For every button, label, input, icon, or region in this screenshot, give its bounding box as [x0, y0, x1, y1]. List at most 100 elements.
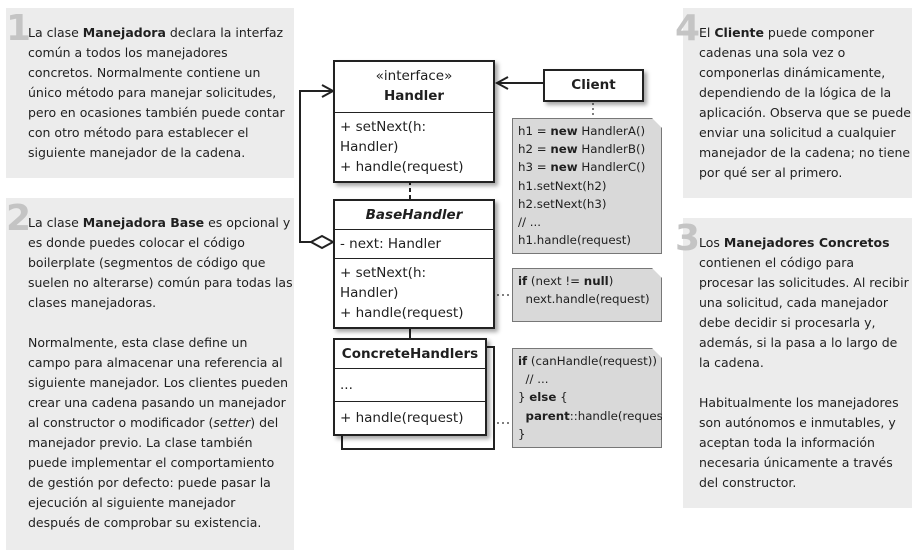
panel-paragraph: La clase Manejadora declara la interfaz c…	[28, 23, 285, 163]
panel-text-line: aplicación. Observa que se puede	[699, 105, 911, 120]
handler-header: «interface» Handler	[335, 62, 493, 112]
client-box: Client	[543, 69, 644, 102]
code-line: // ...	[518, 215, 541, 230]
panel-3-text: Los Manejadores Concretos contienen el có…	[699, 233, 909, 493]
code-line: h1 = new HandlerA()	[518, 124, 646, 138]
panel-text-line: Normalmente, esta clase define un	[28, 335, 248, 350]
base-handler-field: - next: Handler	[340, 236, 442, 252]
code-line: h3 = new HandlerC()	[518, 160, 646, 175]
panel-text-line: ejecución al siguiente manejador	[28, 495, 236, 510]
explanation-panel-1: 1 La clase Manejadora declara la interfa…	[6, 8, 294, 178]
panel-text-line: además, si la pasa a lo largo de	[699, 335, 898, 350]
panel-text-line: clases manejadoras.	[28, 295, 157, 310]
panel-text-line: aceptan toda la información	[699, 435, 875, 450]
panel-text-line: enviar una solicitud a cualquier	[699, 125, 896, 140]
client-name: Client	[571, 77, 616, 93]
panel-text-line: son autónomos e inmutables, y	[699, 415, 896, 430]
handler-methods: + setNext(h: Handler) + handle(request)	[335, 112, 493, 181]
code-line: if (next != null)	[518, 274, 614, 288]
panel-paragraph: Normalmente, esta clase define un campo p…	[28, 333, 293, 533]
handler-interface-box: «interface» Handler + setNext(h: Handler…	[333, 60, 495, 183]
base-handler-name: BaseHandler	[365, 207, 463, 223]
panel-text-line: del constructor.	[699, 475, 797, 490]
panel-2-text: La clase Manejadora Base es opcional y es…	[28, 213, 293, 533]
base-handler-header: BaseHandler	[335, 201, 493, 229]
panel-text-line: crear una cadena pasando un manejador	[28, 395, 286, 410]
concrete-handlers-method: + handle(request)	[340, 410, 464, 426]
panel-text-line: después de comprobar su existencia.	[28, 515, 262, 530]
explanation-panel-4: 4 El Cliente puede componer cadenas una s…	[675, 8, 912, 198]
handler-stereotype: «interface»	[375, 68, 453, 84]
panel-text-line: campo para almacenar una referencia al	[28, 355, 283, 370]
concrete-handlers-name: ConcreteHandlers	[341, 346, 479, 362]
code-line: parent::handle(request)	[525, 408, 672, 423]
panel-text-line: es donde puedes colocar el código	[28, 235, 245, 250]
panel-4-text: El Cliente puede componer cadenas una sol…	[699, 23, 911, 183]
handler-name: Handler	[383, 88, 445, 104]
panel-text-line: dependiendo de la lógica de la	[699, 85, 892, 100]
concrete-handlers-fields: ...	[335, 368, 485, 401]
code-line: }	[518, 426, 526, 441]
base-handler-code-note: if (next != null) next.handle(request)	[512, 268, 662, 322]
code-line: h1.handle(request)	[518, 233, 631, 248]
base-handler-method: + handle(request)	[340, 305, 464, 321]
concrete-handlers-box: ConcreteHandlers ... + handle(request)	[333, 338, 487, 436]
aggregation-line	[299, 90, 333, 243]
code-line: h2.setNext(h3)	[518, 196, 607, 211]
panel-paragraph: Habitualmente los manejadores son autónom…	[699, 393, 909, 493]
panel-text-line: siguiente manejador de la cadena.	[28, 145, 246, 160]
panel-text-line: manejador previo. La clase también	[28, 435, 253, 450]
base-handler-methods: + setNext(h: Handler) + handle(request)	[335, 258, 493, 327]
concrete-handler-code-note: if (canHandle(request)) { // ...} else {…	[512, 348, 662, 448]
base-handler-box: BaseHandler - next: Handler + setNext(h:…	[333, 199, 495, 329]
concrete-handlers-methods: + handle(request)	[335, 401, 485, 434]
base-handler-fields: - next: Handler	[335, 229, 493, 258]
panel-paragraph: El Cliente puede componer cadenas una sol…	[699, 23, 911, 183]
code-line: h2 = new HandlerB()	[518, 142, 646, 157]
panel-text-line: con otro método para establecer el	[28, 125, 249, 140]
panel-text-line: necesaria únicamente a través	[699, 455, 893, 470]
client-code-note: h1 = new HandlerA() h2 = new HandlerB() h3…	[512, 118, 662, 254]
panel-text-line: La clase Manejadora declara la interfaz	[28, 25, 284, 40]
panel-text-line: Los Manejadores Concretos	[699, 235, 890, 250]
step-number: 4	[675, 8, 701, 49]
concrete-handlers-header: ConcreteHandlers	[335, 340, 485, 368]
step-number: 2	[6, 198, 32, 239]
panel-text-line: suelen no alterarse) común para todas la…	[28, 275, 293, 290]
panel-text-line: una solicitud, cada manejador	[699, 295, 889, 310]
handler-method: + setNext(h: Handler)	[340, 119, 427, 155]
association-arrowhead	[494, 76, 509, 90]
panel-text-line: único método para manejar solicitudes,	[28, 85, 277, 100]
panel-1-text: La clase Manejadora declara la interfaz c…	[28, 23, 285, 163]
code-line: if (canHandle(request)) {	[518, 354, 669, 368]
panel-text-line: por qué ser al primero.	[699, 165, 843, 180]
code-line: } else {	[518, 390, 568, 405]
panel-text-line: debe decidir si procesarla y,	[699, 315, 876, 330]
explanation-panel-2: 2 La clase Manejadora Base es opcional y…	[6, 198, 294, 550]
panel-text-line: contienen el código para	[699, 255, 855, 270]
concrete-handlers-field: ...	[340, 377, 353, 393]
panel-text-line: pero en ocasiones también puede contar	[28, 105, 285, 120]
panel-text-line: La clase Manejadora Base es opcional y	[28, 215, 291, 230]
panel-text-line: al constructor o modificador (setter) de…	[28, 415, 279, 430]
panel-text-line: El Cliente puede componer	[699, 25, 875, 40]
panel-text-line: procesar las solicitudes. Al recibir	[699, 275, 909, 290]
panel-text-line: cadenas una sola vez o	[699, 45, 846, 60]
panel-text-line: común a todos los manejadores	[28, 45, 228, 60]
panel-text-line: Habitualmente los manejadores	[699, 395, 899, 410]
panel-paragraph: Los Manejadores Concretos contienen el có…	[699, 233, 909, 373]
panel-paragraph: La clase Manejadora Base es opcional y es…	[28, 213, 293, 313]
panel-text-line: puede implementar el comportamiento	[28, 455, 275, 470]
panel-text-line: concretos. Normalmente contiene un	[28, 65, 261, 80]
panel-text-line: boilerplate (segmentos de código que	[28, 255, 266, 270]
base-handler-method: + setNext(h: Handler)	[340, 265, 427, 301]
panel-text-line: componerlas dinámicamente,	[699, 65, 886, 80]
handler-method: + handle(request)	[340, 159, 464, 175]
explanation-panel-3: 3 Los Manejadores Concretos contienen el …	[675, 218, 912, 508]
step-number: 3	[675, 218, 701, 259]
code-line: h1.setNext(h2)	[518, 178, 607, 193]
code-line: // ...	[518, 372, 549, 387]
panel-text-line: manejador de la cadena; no tiene	[699, 145, 911, 160]
code-line: next.handle(request)	[518, 292, 650, 307]
step-number: 1	[6, 8, 32, 49]
